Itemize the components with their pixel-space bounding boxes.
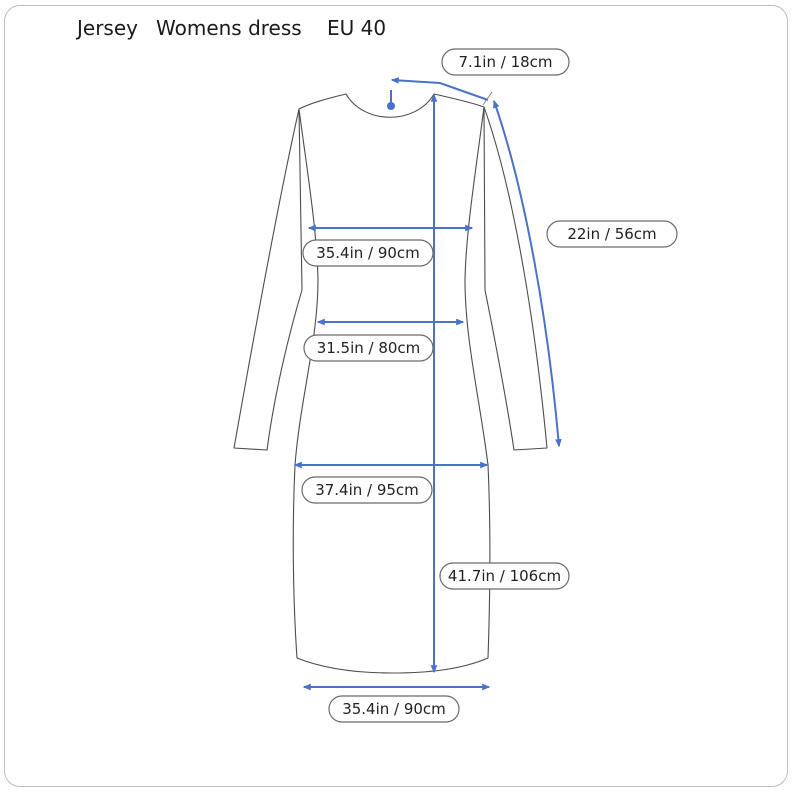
hem-label: 35.4in / 90cm — [342, 700, 446, 718]
shoulder-arrow — [390, 77, 489, 101]
left-sleeve — [233, 108, 303, 451]
hips-label: 37.4in / 95cm — [315, 481, 419, 499]
sleeve-measurement: 22in / 56cm — [493, 99, 678, 448]
chest-measurement: 35.4in / 90cm — [302, 224, 474, 267]
sleeve-arrow — [493, 99, 562, 448]
dress-body — [292, 93, 491, 674]
waist-measurement: 31.5in / 80cm — [303, 318, 465, 362]
neck-marker-dot — [387, 102, 395, 110]
size-label: EU 40 — [327, 16, 387, 40]
chest-pill — [302, 239, 434, 267]
hem-measurement: 35.4in / 90cm — [302, 683, 491, 723]
hips-measurement: 37.4in / 95cm — [293, 461, 489, 504]
hem-pill — [328, 695, 460, 723]
sleeve-pill — [546, 220, 678, 248]
shoulder-label: 7.1in / 18cm — [458, 53, 552, 71]
shoulder-pill — [441, 48, 570, 76]
length-measurement: 41.7in / 106cm — [430, 93, 570, 674]
sleeve-label: 22in / 56cm — [567, 225, 656, 243]
waist-pill — [303, 334, 434, 362]
header: Jersey Womens dress EU 40 — [0, 16, 794, 46]
chest-label: 35.4in / 90cm — [316, 244, 420, 262]
fabric-label: Jersey — [77, 16, 138, 40]
shoulder-measurement: 7.1in / 18cm — [387, 48, 570, 110]
length-pill — [439, 562, 570, 590]
waist-label: 31.5in / 80cm — [317, 339, 421, 357]
hips-pill — [301, 476, 433, 504]
length-label: 41.7in / 106cm — [448, 567, 561, 585]
garment-type-label: Womens dress — [156, 16, 302, 40]
shoulder-tick — [482, 91, 493, 106]
